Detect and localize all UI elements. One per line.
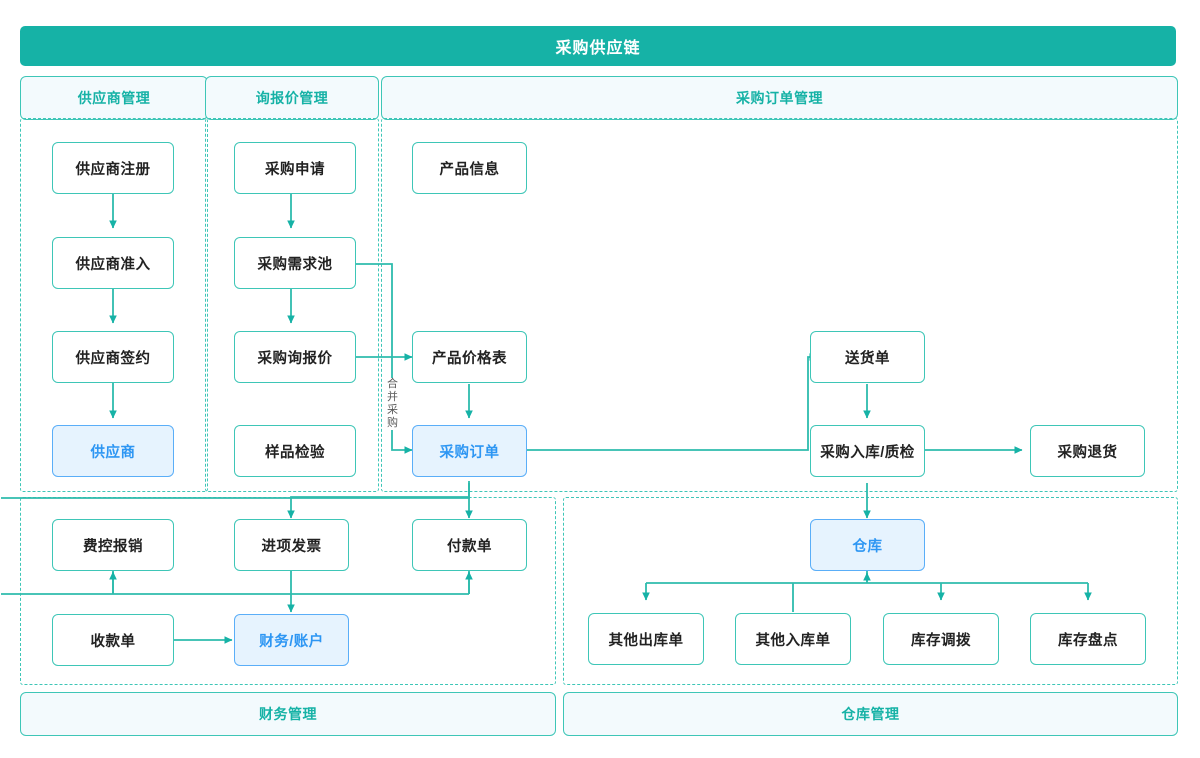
group-header-po-mgmt[interactable]: 采购订单管理 bbox=[381, 76, 1178, 120]
node-demand-pool[interactable]: 采购需求池 bbox=[234, 237, 356, 289]
node-supplier-access[interactable]: 供应商准入 bbox=[52, 237, 174, 289]
node-warehouse[interactable]: 仓库 bbox=[810, 519, 925, 571]
edge-label-merge-purchase: 合并采购 bbox=[386, 378, 399, 430]
node-purchase-return[interactable]: 采购退货 bbox=[1030, 425, 1145, 477]
node-other-inbound[interactable]: 其他入库单 bbox=[735, 613, 851, 665]
node-purchase-request[interactable]: 采购申请 bbox=[234, 142, 356, 194]
node-other-outbound[interactable]: 其他出库单 bbox=[588, 613, 704, 665]
node-delivery-note[interactable]: 送货单 bbox=[810, 331, 925, 383]
page-title: 采购供应链 bbox=[20, 26, 1176, 66]
region-warehouse-mgmt bbox=[563, 497, 1178, 685]
group-header-finance-mgmt[interactable]: 财务管理 bbox=[20, 692, 556, 736]
node-receipt-note[interactable]: 收款单 bbox=[52, 614, 174, 666]
node-sample-check[interactable]: 样品检验 bbox=[234, 425, 356, 477]
node-product-info[interactable]: 产品信息 bbox=[412, 142, 527, 194]
node-supplier-sign[interactable]: 供应商签约 bbox=[52, 331, 174, 383]
group-header-warehouse-mgmt[interactable]: 仓库管理 bbox=[563, 692, 1178, 736]
node-payment-note[interactable]: 付款单 bbox=[412, 519, 527, 571]
node-finance-account[interactable]: 财务/账户 bbox=[234, 614, 349, 666]
node-price-list[interactable]: 产品价格表 bbox=[412, 331, 527, 383]
node-purchase-rfq[interactable]: 采购询报价 bbox=[234, 331, 356, 383]
node-input-invoice[interactable]: 进项发票 bbox=[234, 519, 349, 571]
node-inbound-qc[interactable]: 采购入库/质检 bbox=[810, 425, 925, 477]
node-expense-claim[interactable]: 费控报销 bbox=[52, 519, 174, 571]
group-header-supplier-mgmt[interactable]: 供应商管理 bbox=[20, 76, 208, 120]
node-stock-count[interactable]: 库存盘点 bbox=[1030, 613, 1146, 665]
node-purchase-order[interactable]: 采购订单 bbox=[412, 425, 527, 477]
node-supplier[interactable]: 供应商 bbox=[52, 425, 174, 477]
group-header-rfq-mgmt[interactable]: 询报价管理 bbox=[205, 76, 379, 120]
node-stock-transfer[interactable]: 库存调拨 bbox=[883, 613, 999, 665]
node-supplier-register[interactable]: 供应商注册 bbox=[52, 142, 174, 194]
